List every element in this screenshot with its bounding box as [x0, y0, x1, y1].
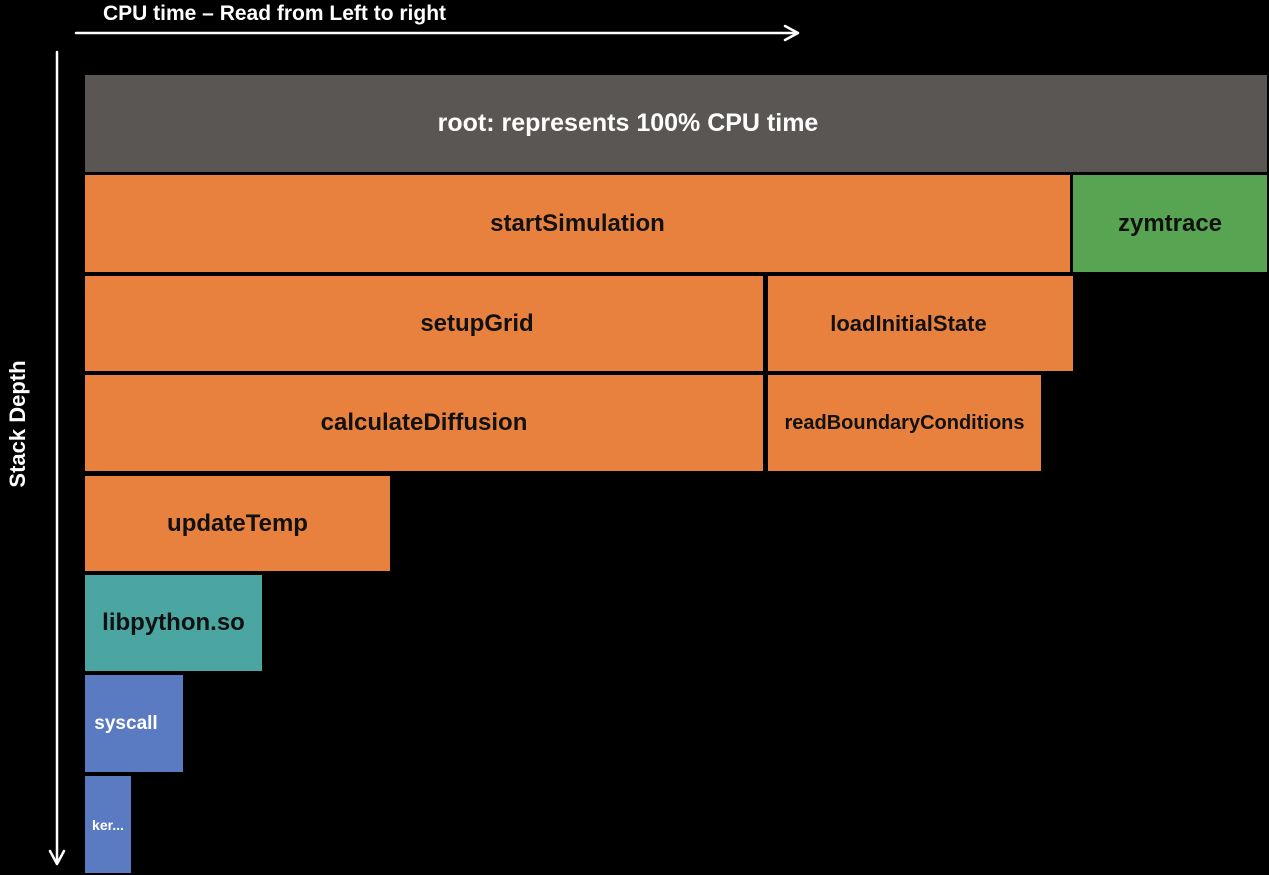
frame-label-kernel-truncated: ker...	[92, 816, 124, 833]
frame-root: root: represents 100% CPU time	[85, 75, 1267, 172]
frame-startSimulation: startSimulation	[85, 175, 1070, 272]
frame-syscall: syscall	[85, 675, 183, 772]
frame-label-libpython-so: libpython.so	[102, 609, 245, 636]
frame-kernel-truncated: ker...	[85, 776, 131, 873]
cpu-time-axis-label: CPU time – Read from Left to right	[103, 2, 447, 25]
frame-zymtrace: zymtrace	[1073, 175, 1267, 272]
frame-label-syscall: syscall	[94, 713, 158, 734]
frame-calculateDiffusion: calculateDiffusion	[85, 375, 763, 471]
frame-loadInitialState: loadInitialState	[768, 276, 1073, 371]
frame-label-startSimulation: startSimulation	[490, 209, 665, 237]
frame-libpython-so: libpython.so	[85, 575, 262, 671]
frame-label-calculateDiffusion: calculateDiffusion	[320, 409, 528, 436]
frame-label-zymtrace: zymtrace	[1117, 209, 1223, 237]
frame-label-readBoundaryConditions: readBoundaryConditions	[784, 412, 1025, 434]
frame-label-setupGrid: setupGrid	[420, 309, 534, 337]
frame-updateTemp: updateTemp	[85, 476, 390, 571]
frame-readBoundaryConditions: readBoundaryConditions	[768, 375, 1041, 471]
frame-label-root: root: represents 100% CPU time	[437, 109, 819, 137]
frame-label-updateTemp: updateTemp	[167, 509, 308, 537]
frame-label-loadInitialState: loadInitialState	[830, 310, 987, 336]
frame-setupGrid: setupGrid	[85, 276, 763, 371]
